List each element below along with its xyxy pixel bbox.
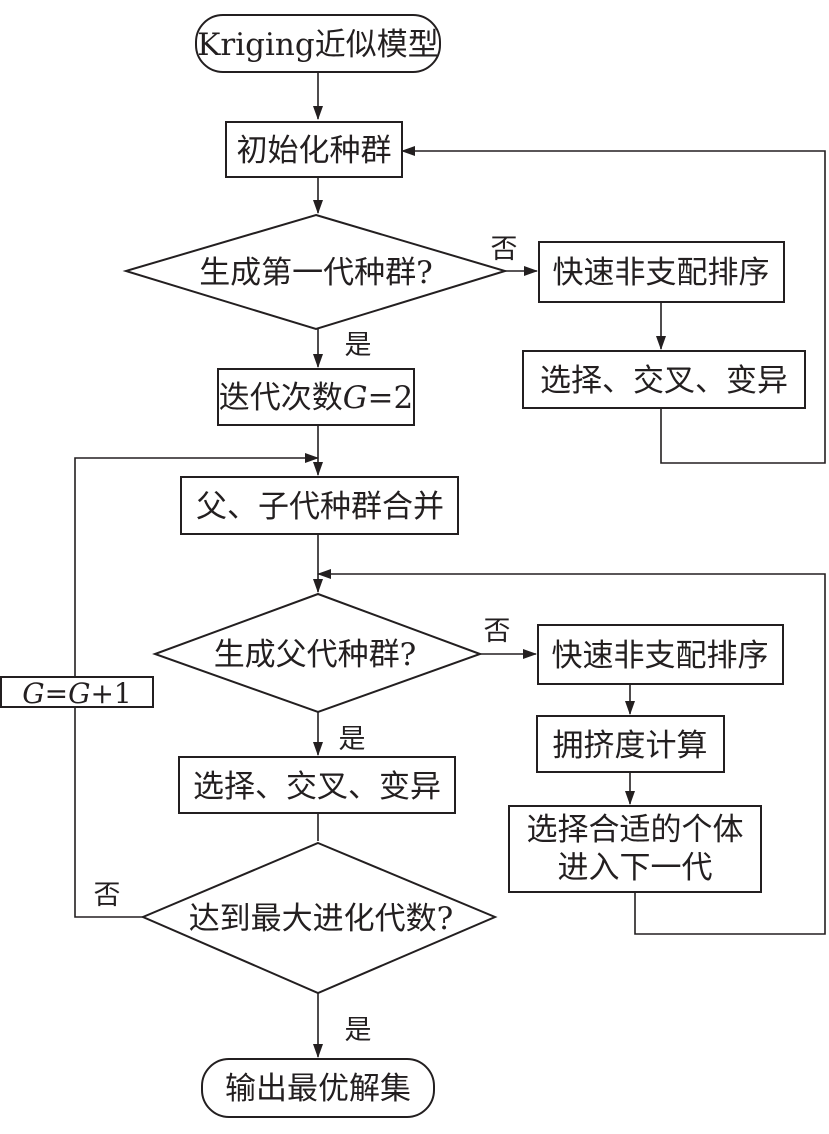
node-genetic-ops-2: 选择、交叉、变异 xyxy=(178,756,456,814)
select-individuals-line1: 选择合适的个体 xyxy=(527,812,744,848)
increment-var1: G xyxy=(22,677,44,710)
node-select-individuals: 选择合适的个体 进入下一代 xyxy=(508,805,762,893)
first-generation-label: 生成第一代种群? xyxy=(199,255,433,291)
increment-suffix: +1 xyxy=(90,677,131,710)
node-fast-sort-2: 快速非支配排序 xyxy=(537,624,784,685)
decision-first-generation: 生成第一代种群? xyxy=(122,213,509,331)
label-no-max-gen: 否 xyxy=(94,880,121,911)
increment-var2: G xyxy=(68,677,90,710)
label-no-first-gen: 否 xyxy=(491,234,518,265)
increment-label: G=G+1 xyxy=(22,677,132,710)
genetic-ops-1-label: 选择、交叉、变异 xyxy=(540,363,788,399)
iteration-suffix: =2 xyxy=(368,380,414,416)
label-yes-parent-gen: 是 xyxy=(339,724,366,755)
label-no-parent-gen: 否 xyxy=(484,616,511,647)
node-crowding-distance: 拥挤度计算 xyxy=(536,715,725,773)
init-population-label: 初始化种群 xyxy=(237,133,392,169)
node-init-population: 初始化种群 xyxy=(225,121,403,178)
merge-populations-label: 父、子代种群合并 xyxy=(196,489,444,525)
iteration-var: G xyxy=(343,380,368,416)
label-yes-max-gen: 是 xyxy=(345,1015,372,1046)
node-increment: G=G+1 xyxy=(0,676,154,710)
decision-parent-generation: 生成父代种群? xyxy=(152,592,483,714)
label-yes-first-gen: 是 xyxy=(345,330,372,361)
edge-increment-to-merge xyxy=(74,453,319,677)
node-genetic-ops-1: 选择、交叉、变异 xyxy=(522,350,806,409)
select-individuals-line2: 进入下一代 xyxy=(558,850,713,886)
iteration-prefix: 迭代次数 xyxy=(219,380,343,416)
increment-eq: = xyxy=(45,677,68,710)
iteration-count-label: 迭代次数G=2 xyxy=(219,380,413,416)
max-generation-label: 达到最大进化代数? xyxy=(189,901,454,937)
genetic-ops-2-label: 选择、交叉、变异 xyxy=(193,769,441,805)
kriging-model-label: Kriging近似模型 xyxy=(197,27,438,63)
node-iteration-count: 迭代次数G=2 xyxy=(217,368,415,426)
node-merge-populations: 父、子代种群合并 xyxy=(180,476,459,535)
edge-ops1-loop-to-init xyxy=(401,146,826,464)
crowding-distance-label: 拥挤度计算 xyxy=(553,728,708,764)
edges xyxy=(74,72,826,1058)
node-kriging-model: Kriging近似模型 xyxy=(195,14,441,73)
node-fast-sort-1: 快速非支配排序 xyxy=(538,241,785,303)
parent-generation-label: 生成父代种群? xyxy=(214,637,417,673)
fast-sort-1-label: 快速非支配排序 xyxy=(553,255,770,291)
output-solution-label: 输出最优解集 xyxy=(225,1071,411,1107)
edge-select-loop-to-parent-gen xyxy=(317,569,826,935)
fast-sort-2-label: 快速非支配排序 xyxy=(552,638,769,674)
node-output-solution: 输出最优解集 xyxy=(201,1058,435,1118)
edge-max-gen-no-loop xyxy=(74,707,143,918)
decision-max-generation: 达到最大进化代数? xyxy=(140,841,498,995)
